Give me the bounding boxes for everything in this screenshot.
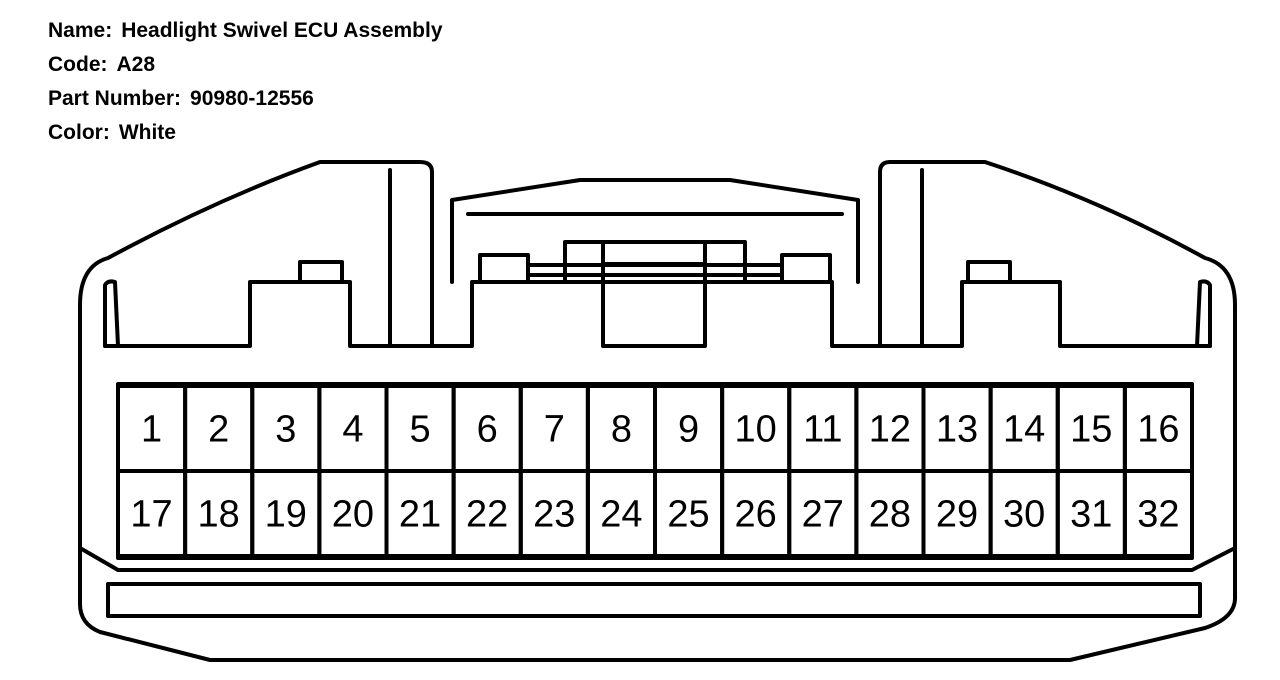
code-row: Code: A28: [48, 48, 443, 82]
name-label: Name:: [48, 19, 113, 42]
pin-number-label: 16: [1137, 409, 1179, 451]
connector-outline: [78, 160, 1237, 662]
color-value: White: [118, 121, 176, 144]
left-small-latch: [298, 260, 344, 284]
pin-number-label: 7: [544, 409, 565, 451]
pin-number-label: 4: [342, 409, 363, 451]
pin-number-label: 30: [1003, 494, 1045, 536]
color-label: Color:: [48, 121, 110, 144]
center-lock-lever: [601, 240, 707, 348]
pin-number-label: 18: [198, 494, 240, 536]
center-lock-cap: [450, 178, 860, 284]
left-housing-wall: [103, 279, 120, 348]
right-notch: [878, 280, 1212, 348]
pin-number-label: 26: [735, 494, 777, 536]
name-row: Name: Headlight Swivel ECU Assembly: [48, 14, 443, 48]
part-number-value: 90980-12556: [190, 87, 314, 110]
color-row: Color: White: [48, 116, 443, 150]
pin-number-label: 14: [1003, 409, 1045, 451]
part-number-label: Part Number:: [48, 87, 182, 110]
pin-number-label: 17: [130, 494, 172, 536]
center-lock-right-tab: [780, 253, 832, 284]
pin-number-label: 23: [533, 494, 575, 536]
pin-number-label: 29: [936, 494, 978, 536]
code-value: A28: [116, 53, 156, 76]
center-lock-top: [563, 240, 747, 284]
left-notch: [103, 280, 434, 348]
pin-number-label: 8: [611, 409, 632, 451]
pin-number-label: 25: [667, 494, 709, 536]
pin-number-label: 9: [678, 409, 699, 451]
code-label: Code:: [48, 53, 108, 76]
pin-number-label: 21: [399, 494, 441, 536]
center-lock-housing: [430, 280, 882, 348]
pin-number-label: 5: [409, 409, 430, 451]
pin-number-label: 1: [141, 409, 162, 451]
bottom-rail-upper: [78, 546, 1237, 572]
pin-number-label: 22: [466, 494, 508, 536]
pin-number-label: 27: [802, 494, 844, 536]
right-housing-wall: [1195, 279, 1212, 348]
center-lock-left-tab: [478, 253, 530, 284]
pin-number-label: 20: [332, 494, 374, 536]
right-small-latch: [966, 260, 1012, 284]
pin-number-label: 15: [1070, 409, 1112, 451]
bottom-rail-lower: [106, 582, 1202, 618]
pin-number-label: 11: [803, 409, 842, 451]
name-value: Headlight Swivel ECU Assembly: [121, 19, 443, 42]
connector-info: Name: Headlight Swivel ECU Assembly Code:…: [48, 14, 443, 150]
pin-number-label: 2: [208, 409, 229, 451]
pin-number-label: 10: [735, 409, 777, 451]
pin-number-label: 19: [265, 494, 307, 536]
pin-number-label: 3: [275, 409, 296, 451]
pin-number-label: 12: [869, 409, 911, 451]
pin-number-label: 24: [600, 494, 642, 536]
pin-number-label: 31: [1070, 494, 1112, 536]
pin-cavity: [1122, 469, 1194, 558]
pin-number-label: 28: [869, 494, 911, 536]
pin-number-label: 6: [477, 409, 498, 451]
pin-number-label: 32: [1137, 494, 1179, 536]
pin-number-label: 13: [936, 409, 978, 451]
part-number-row: Part Number: 90980-12556: [48, 82, 443, 116]
